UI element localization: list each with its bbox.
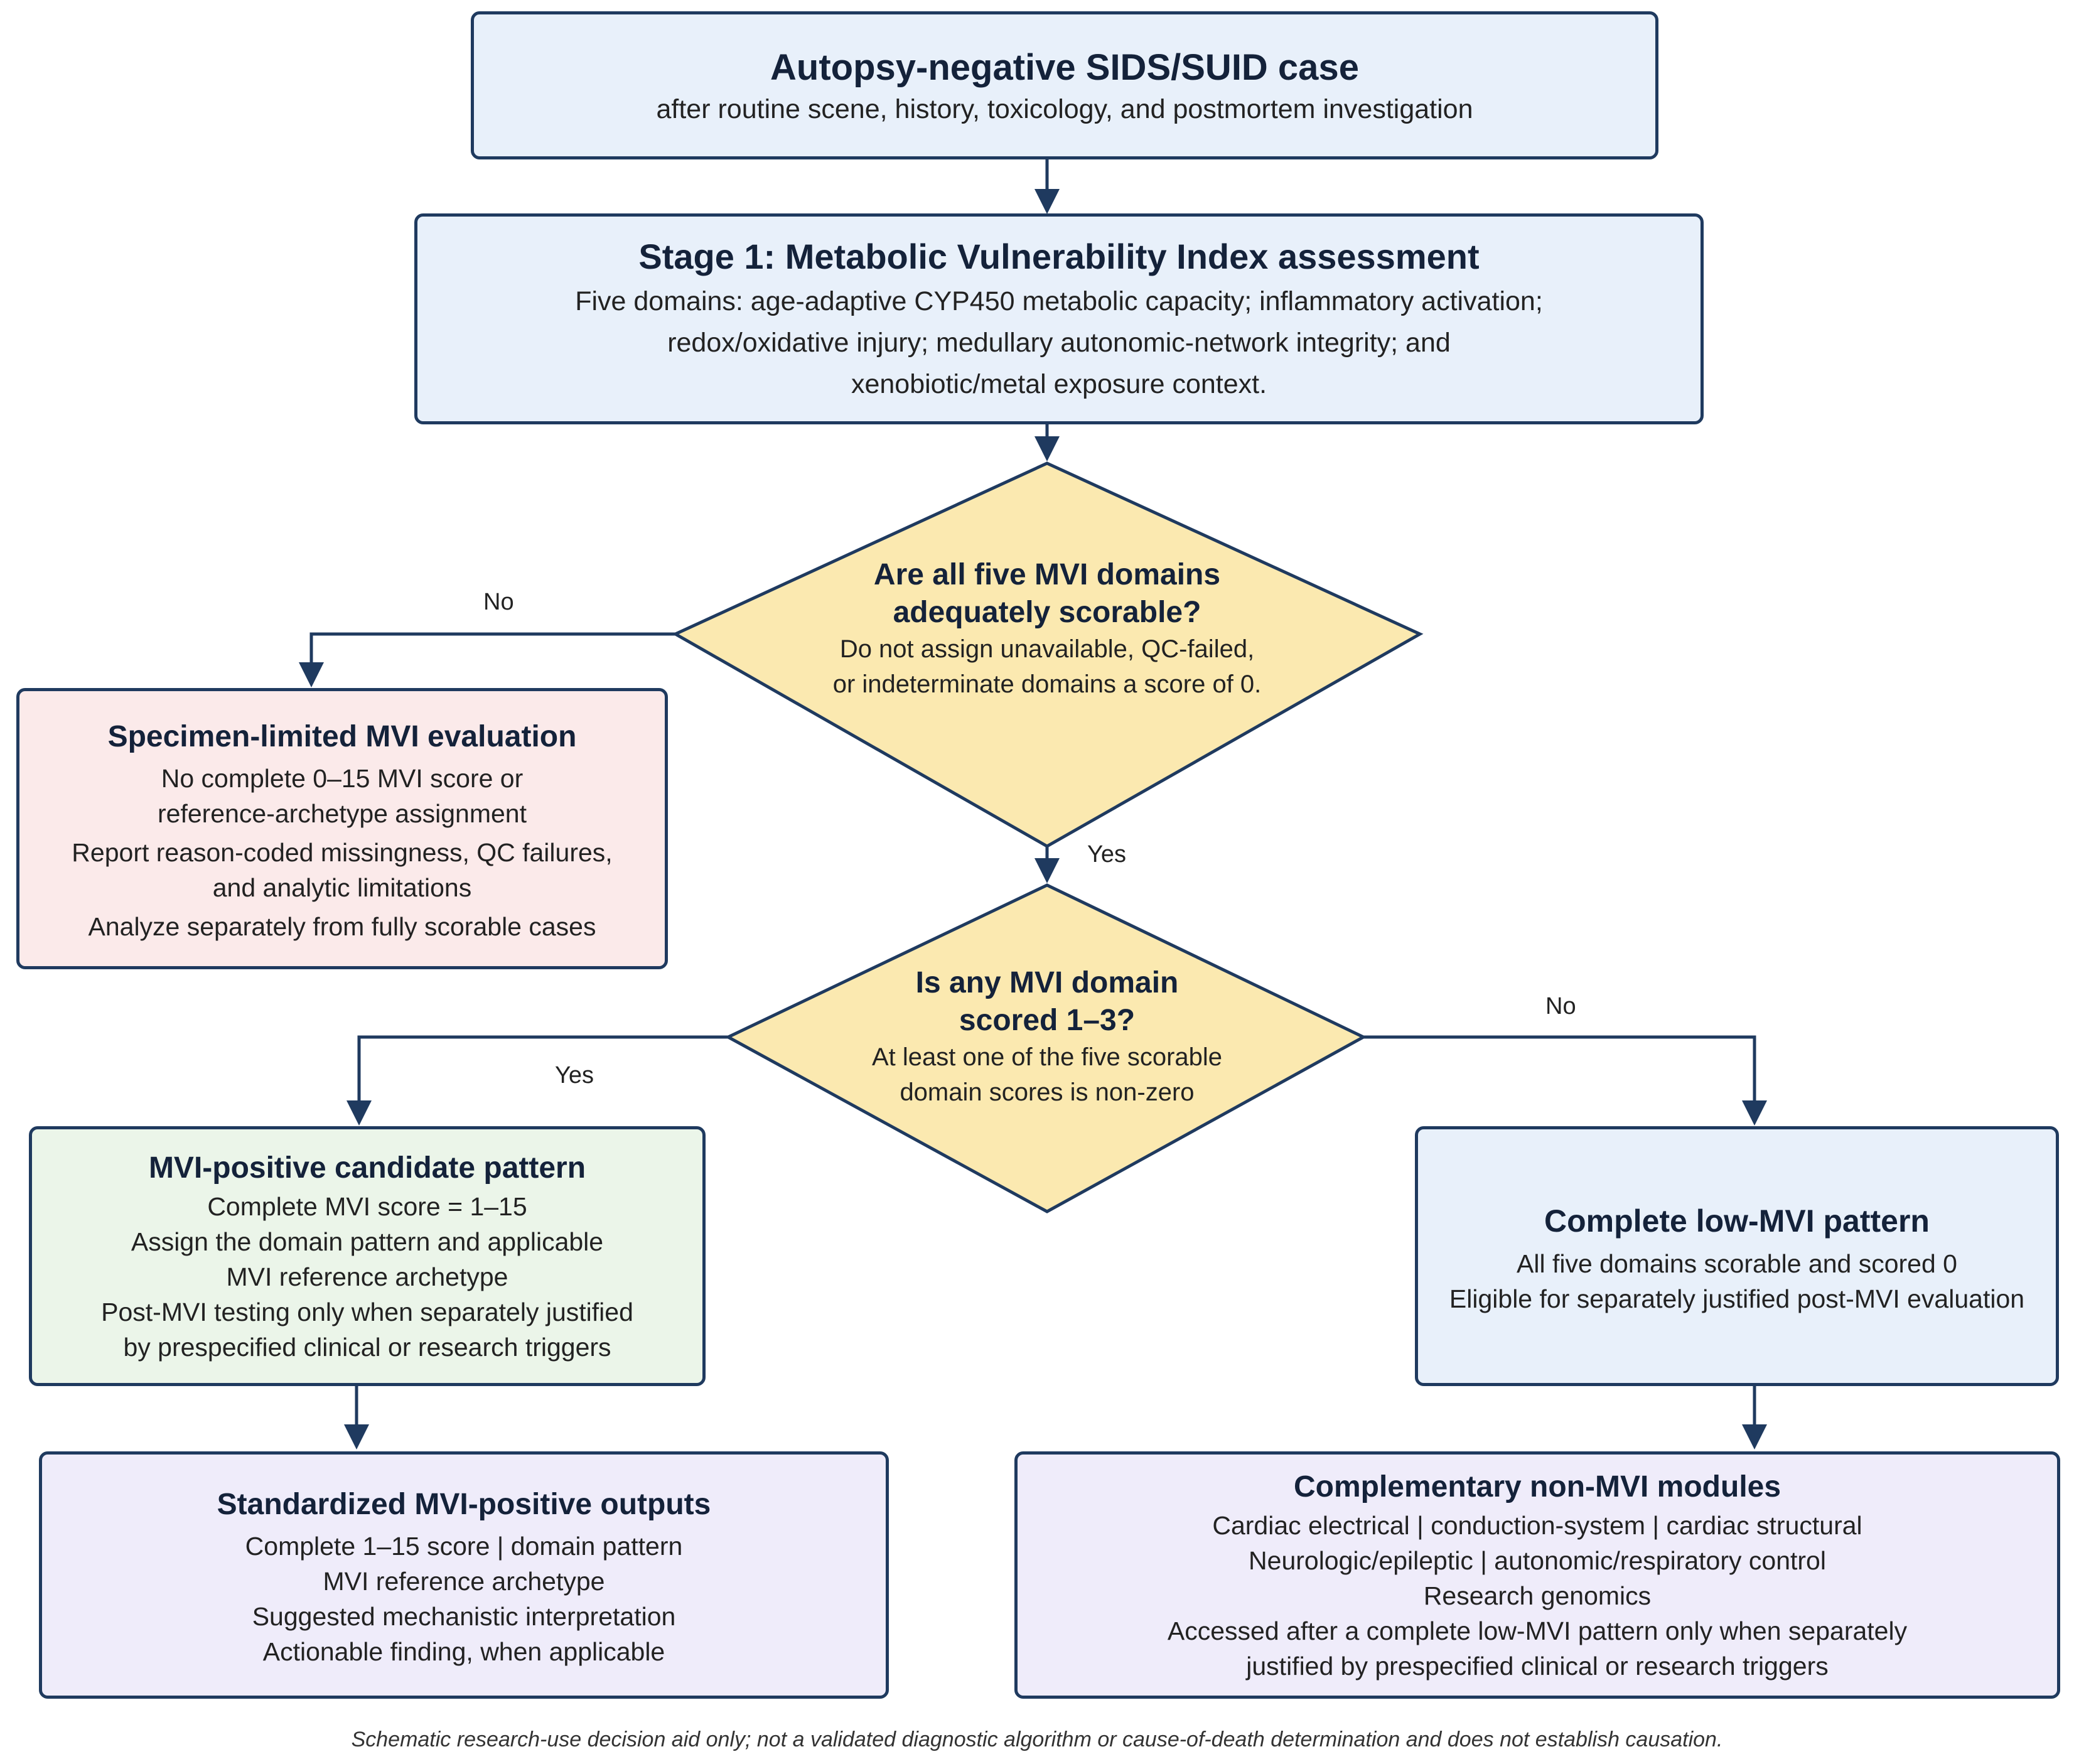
modules-line: Research genomics xyxy=(1423,1581,1652,1610)
modules-line: justified by prespecified clinical or re… xyxy=(1246,1652,1829,1681)
decision1-no-label: No xyxy=(483,589,514,615)
mvi-positive-title: MVI-positive candidate pattern xyxy=(148,1151,586,1185)
decision2-note: domain scores is non-zero xyxy=(900,1078,1195,1106)
stage1-title: Stage 1: Metabolic Vulnerability Index a… xyxy=(638,237,1480,276)
mvi-positive-line: by prespecified clinical or research tri… xyxy=(123,1333,611,1362)
decision1-title: Are all five MVI domains xyxy=(873,558,1221,591)
decision1-yes-label: Yes xyxy=(1087,841,1126,868)
modules-line: Accessed after a complete low-MVI patter… xyxy=(1167,1616,1908,1645)
decision2-title: scored 1–3? xyxy=(959,1004,1136,1037)
low-mvi-line: All five domains scorable and scored 0 xyxy=(1517,1249,1957,1278)
modules-line: Cardiac electrical | conduction-system |… xyxy=(1212,1511,1862,1540)
modules-title: Complementary non-MVI modules xyxy=(1293,1470,1781,1503)
mvi-positive-line: Complete MVI score = 1–15 xyxy=(207,1192,527,1221)
decision1-note: Do not assign unavailable, QC-failed, xyxy=(839,635,1255,663)
specimen-limited-line: No complete 0–15 MVI score or xyxy=(161,764,524,793)
low-mvi-line: Eligible for separately justified post-M… xyxy=(1449,1284,2025,1313)
decision2-yes-label: Yes xyxy=(555,1062,594,1089)
mvi-positive-line: Post-MVI testing only when separately ju… xyxy=(101,1298,633,1326)
footer-disclaimer: Schematic research-use decision aid only… xyxy=(351,1728,1723,1751)
decision-diamond-nonzero xyxy=(724,883,1367,1213)
stage1-line: redox/oxidative injury; medullary autono… xyxy=(667,328,1451,358)
modules-box: Complementary non-MVI modules Cardiac el… xyxy=(1014,1451,2060,1699)
mvi-positive-box: MVI-positive candidate pattern Complete … xyxy=(29,1126,706,1386)
stage1-line: xenobiotic/metal exposure context. xyxy=(851,369,1267,399)
decision1-title: adequately scorable? xyxy=(893,596,1201,629)
mvi-positive-line: MVI reference archetype xyxy=(226,1262,508,1291)
specimen-limited-line: reference-archetype assignment xyxy=(158,799,527,828)
decision2-title: Is any MVI domain xyxy=(915,966,1179,999)
decision1-note: or indeterminate domains a score of 0. xyxy=(832,670,1262,698)
low-mvi-title: Complete low-MVI pattern xyxy=(1544,1203,1930,1239)
start-case-line: after routine scene, history, toxicology… xyxy=(656,94,1473,124)
decision2-text: Is any MVI domain scored 1–3? At least o… xyxy=(821,964,1273,1110)
stage1-box: Stage 1: Metabolic Vulnerability Index a… xyxy=(414,213,1704,424)
arrow-decision2-no xyxy=(1363,1035,1767,1126)
specimen-limited-line: Analyze separately from fully scorable c… xyxy=(88,912,596,941)
decision2-no-label: No xyxy=(1545,993,1576,1019)
outputs-line: Suggested mechanistic interpretation xyxy=(252,1602,676,1631)
decision2-note: At least one of the five scorable xyxy=(871,1043,1223,1071)
decision1-text: Are all five MVI domains adequately scor… xyxy=(783,556,1311,702)
specimen-limited-line: Report reason-coded missingness, QC fail… xyxy=(72,838,613,867)
arrow-decision2-yes xyxy=(347,1035,728,1126)
specimen-limited-box: Specimen-limited MVI evaluation No compl… xyxy=(16,688,668,969)
specimen-limited-line: and analytic limitations xyxy=(212,873,472,902)
mvi-positive-line: Assign the domain pattern and applicable xyxy=(131,1227,604,1256)
low-mvi-box: Complete low-MVI pattern All five domain… xyxy=(1415,1126,2059,1386)
outputs-line: Complete 1–15 score | domain pattern xyxy=(245,1532,683,1561)
specimen-limited-title: Specimen-limited MVI evaluation xyxy=(107,720,577,753)
stage1-line: Five domains: age-adaptive CYP450 metabo… xyxy=(575,286,1543,316)
outputs-title: Standardized MVI-positive outputs xyxy=(217,1488,711,1521)
outputs-box: Standardized MVI-positive outputs Comple… xyxy=(39,1451,889,1699)
modules-line: Neurologic/epileptic | autonomic/respira… xyxy=(1249,1546,1826,1575)
outputs-line: Actionable finding, when applicable xyxy=(262,1637,665,1666)
start-case-box: Autopsy-negative SIDS/SUID case after ro… xyxy=(471,11,1658,159)
outputs-line: MVI reference archetype xyxy=(323,1567,605,1596)
start-case-title: Autopsy-negative SIDS/SUID case xyxy=(770,47,1359,88)
arrow-decision1-no xyxy=(299,632,675,687)
